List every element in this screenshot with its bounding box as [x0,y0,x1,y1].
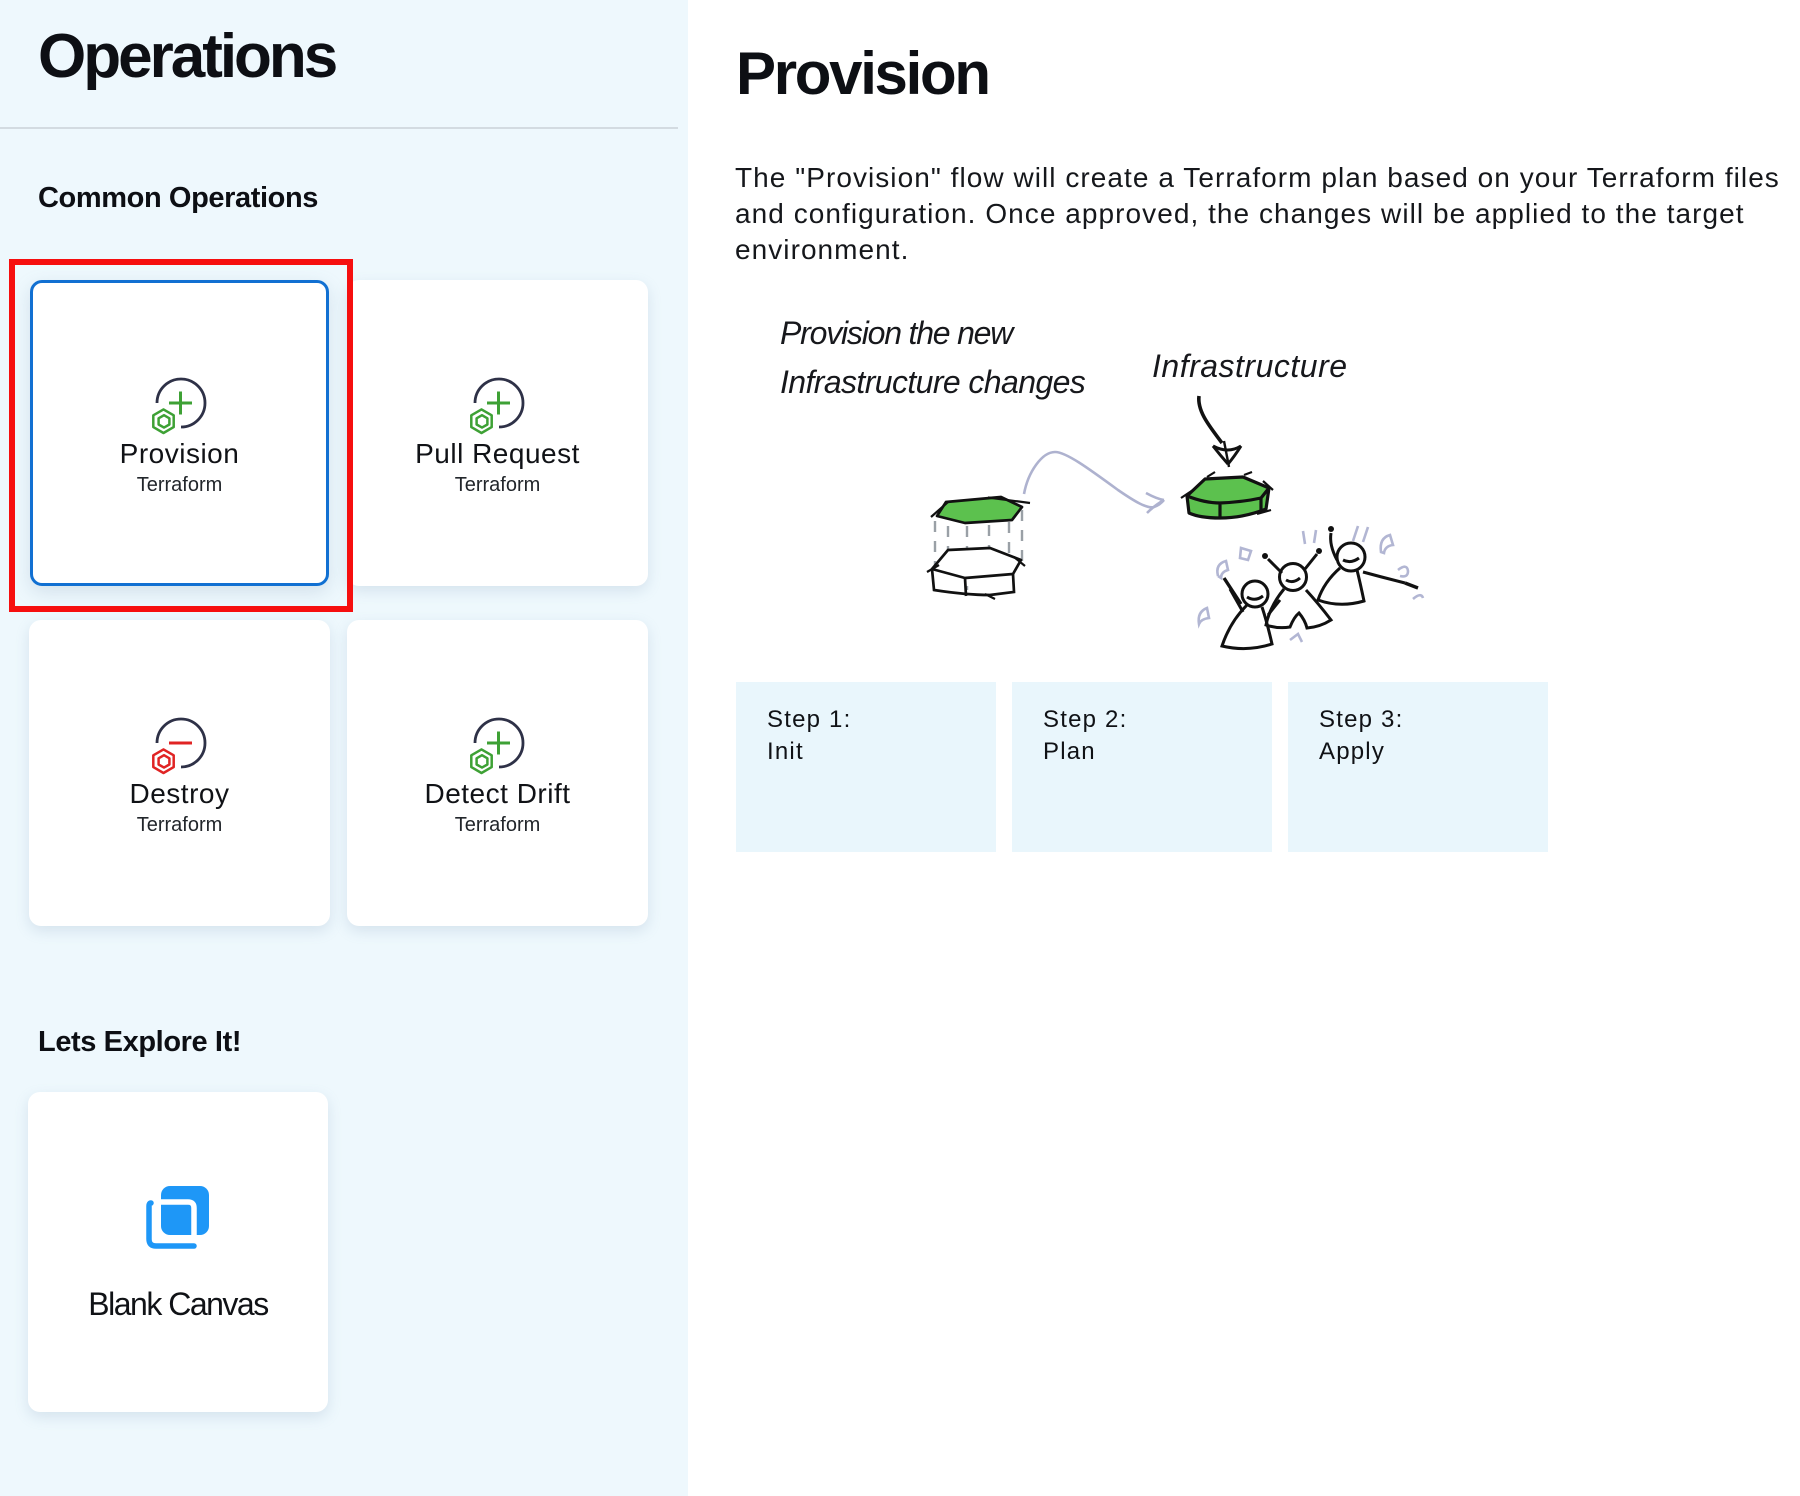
svg-text:Provision the new: Provision the new [780,315,1015,351]
svg-text:Infrastructure: Infrastructure [1152,348,1348,384]
svg-text:Infrastructure changes: Infrastructure changes [780,364,1086,400]
